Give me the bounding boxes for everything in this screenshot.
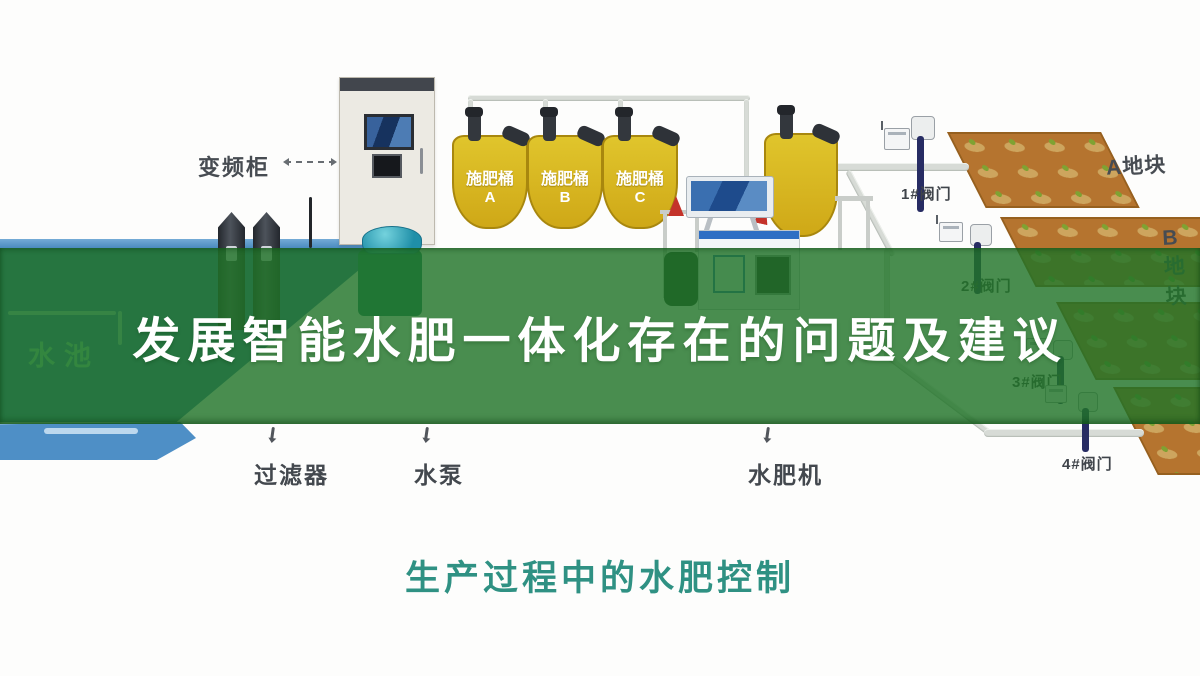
tank-top-valve-icon	[777, 105, 795, 139]
support-frame-post	[838, 198, 842, 250]
support-frame-bar	[835, 196, 873, 201]
tank-name: 施肥桶	[540, 171, 589, 188]
fertilizer-tank-a: 施肥桶 A	[452, 107, 532, 229]
field-supply-pipe-diagonal	[845, 169, 896, 258]
tank-top-valve-icon	[540, 107, 558, 141]
tank-letter: C	[634, 189, 646, 206]
slide-title: 发展智能水肥一体化存在的问题及建议	[132, 315, 1068, 368]
tank-top-valve-icon	[465, 107, 483, 141]
filter-pointer-tick	[270, 426, 275, 441]
cabinet-label: 变频柜	[198, 155, 271, 180]
tank-top-valve-icon	[615, 107, 633, 141]
fertilizer-tank-extra	[764, 105, 842, 237]
valve4-stem-icon	[1082, 408, 1089, 452]
tank-letter: A	[484, 189, 496, 206]
water-level-sensor-pole	[309, 197, 312, 248]
machine-monitor	[686, 176, 774, 218]
cabinet-screen	[364, 114, 414, 150]
title-banner: 发展智能水肥一体化存在的问题及建议	[0, 248, 1200, 424]
valve1-label: 1#阀门	[901, 186, 952, 203]
valve1-stem-icon	[917, 136, 924, 212]
machine-label: 水肥机	[748, 462, 823, 488]
pool-wall-highlight	[44, 428, 138, 434]
valve2-cap-icon	[970, 224, 992, 246]
machine-frame-post	[695, 212, 699, 252]
cabinet-top-strip	[340, 78, 434, 91]
pump-label: 水泵	[414, 462, 464, 488]
fertilizer-tank-b: 施肥桶 B	[527, 107, 607, 229]
field-supply-pipe-upper	[833, 163, 969, 171]
valve4-label: 4#阀门	[1062, 456, 1113, 473]
cabinet-pointer-arrow	[283, 158, 337, 166]
tank-inlet-elbow-icon	[650, 123, 682, 149]
bottom-caption: 生产过程中的水肥控制	[404, 559, 795, 598]
field-supply-pipe-lower	[984, 429, 1144, 437]
cabinet-control-panel	[372, 154, 402, 178]
tank-name: 施肥桶	[615, 171, 664, 188]
tank-name: 施肥桶	[465, 171, 514, 188]
pump-pointer-tick	[424, 426, 429, 441]
tank-inlet-elbow-icon	[810, 121, 842, 147]
machine-pointer-tick	[765, 426, 770, 441]
header-pipe	[468, 95, 750, 101]
cabinet-handle	[420, 148, 423, 174]
water-pool-top-edge	[0, 239, 392, 249]
support-frame-post	[866, 198, 870, 250]
plot-a-label: A地块	[1105, 153, 1167, 180]
valve2-sensor-icon	[936, 215, 963, 242]
machine-monitor-screen	[691, 181, 767, 211]
tank-letter: B	[559, 189, 571, 206]
filter-label: 过滤器	[254, 462, 329, 488]
valve1-sensor-icon	[881, 121, 910, 150]
pipe-drop-machine	[744, 99, 749, 181]
frequency-cabinet	[339, 77, 435, 245]
machine-blue-strip	[699, 231, 799, 239]
